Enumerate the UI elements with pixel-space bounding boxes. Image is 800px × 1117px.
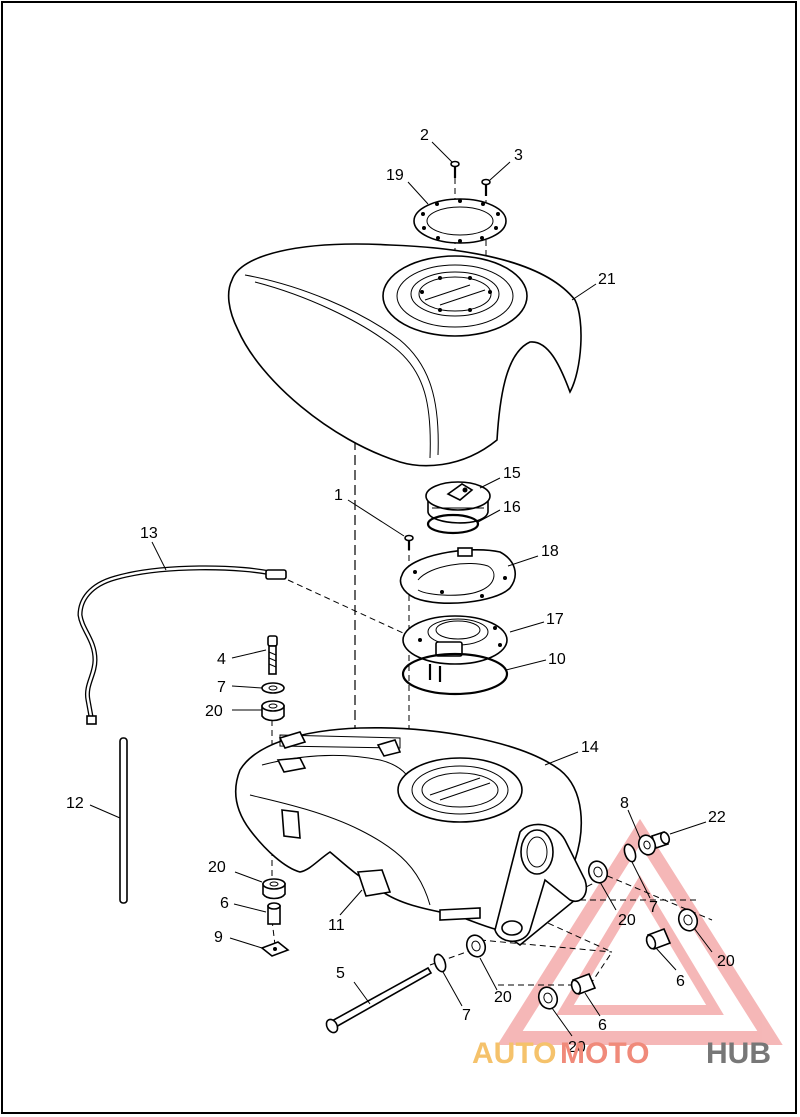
callout-7-upper: 7: [217, 679, 226, 696]
part-fuel-pump-flange: [402, 615, 508, 682]
callout-4: 4: [217, 651, 226, 668]
part-gasket-19: [413, 198, 507, 244]
callout-14: 14: [581, 739, 599, 756]
part-bolt-4: [267, 635, 278, 675]
part-tube-12: [119, 737, 128, 904]
part-nut-9: [260, 941, 290, 957]
callout-22: 22: [708, 809, 726, 826]
part-grommet-20-bolt: [465, 934, 487, 958]
watermark-text-hub: HUB: [706, 1037, 771, 1070]
callout-20-right-mid: 20: [717, 953, 735, 970]
watermark-text-moto: MOTO: [560, 1037, 649, 1070]
callout-20-bolt: 20: [494, 989, 512, 1006]
part-spacer-6-right-mid: [645, 927, 672, 951]
callout-19: 19: [386, 167, 404, 184]
callout-10: 10: [548, 651, 566, 668]
callout-12: 12: [66, 795, 84, 812]
part-grommet-20-upper: [261, 700, 285, 722]
part-washer-7-lower: [433, 953, 447, 973]
part-nut-8: [637, 834, 657, 856]
part-o-ring-10: [401, 652, 509, 696]
callout-7-lower: 7: [462, 1007, 471, 1024]
part-vent-tube-13: [77, 565, 287, 725]
callout-18: 18: [541, 543, 559, 560]
callout-labels: 2 3 19 21 15 16 1 13 18 17 10 4 7 20 14 …: [66, 127, 735, 1056]
callout-5: 5: [336, 965, 345, 982]
callout-20-lower-left: 20: [208, 859, 226, 876]
part-long-bolt-5: [325, 966, 433, 1034]
callout-20-upper: 20: [205, 703, 223, 720]
part-grommet-20-lower-left: [262, 878, 286, 900]
watermark-triangle-outer: [497, 818, 783, 1045]
callout-13: 13: [140, 525, 158, 542]
part-grommet-20-right-mid: [677, 908, 699, 932]
callout-20-right-low: 20: [568, 1039, 586, 1056]
part-o-ring-16: [426, 513, 480, 535]
callout-6-right-mid: 6: [676, 973, 685, 990]
part-mounting-plate: [399, 547, 516, 604]
part-grommet-20-right-low: [537, 986, 559, 1010]
watermark-triangle-inner: [556, 875, 724, 1015]
callout-2: 2: [420, 127, 429, 144]
callout-9: 9: [214, 929, 223, 946]
callout-8: 8: [620, 795, 629, 812]
part-spacer-6-lower-left: [267, 902, 281, 925]
callout-1: 1: [334, 487, 343, 504]
part-spacer-6-right-low: [570, 972, 597, 996]
callout-15: 15: [503, 465, 521, 482]
part-screw-3: [481, 178, 491, 196]
callout-17: 17: [546, 611, 564, 628]
callout-6-lower-left: 6: [220, 895, 229, 912]
watermark-logo: [497, 818, 783, 1045]
callout-11: 11: [328, 917, 345, 934]
part-washer-7-right: [623, 843, 637, 863]
part-screw-2: [450, 160, 460, 178]
part-grommet-20-right-top: [587, 860, 609, 884]
part-screw-1: [404, 534, 414, 550]
callout-6-right-low: 6: [598, 1017, 607, 1034]
watermark-text: AUTO MOTO HUB: [472, 1037, 771, 1070]
part-tank-cover: [227, 243, 582, 467]
callout-16: 16: [503, 499, 521, 516]
callout-20-right-top: 20: [618, 912, 636, 929]
callout-21: 21: [598, 271, 616, 288]
callout-3: 3: [514, 147, 523, 164]
leader-lines: [89, 141, 713, 1037]
watermark-text-auto: AUTO: [472, 1037, 556, 1070]
part-fuel-tank-14: [234, 727, 588, 946]
callout-7-right: 7: [649, 899, 658, 916]
part-washer-7-upper: [261, 682, 285, 694]
